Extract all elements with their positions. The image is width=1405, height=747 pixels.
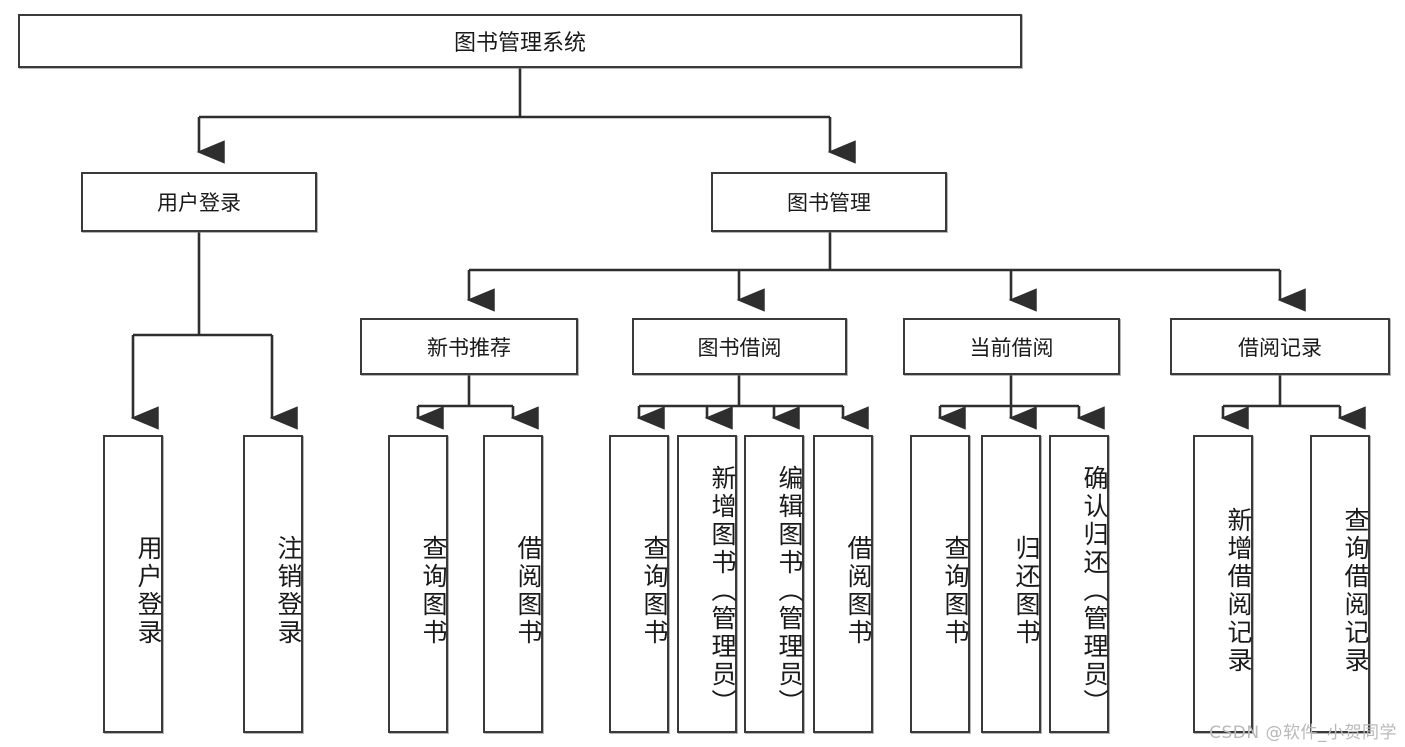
leaf-record-query-record[interactable]: 查询借阅记录 <box>1310 435 1370 733</box>
leaf-current-return-book[interactable]: 归还图书 <box>981 435 1041 733</box>
node-label: 借阅图书 <box>514 535 543 647</box>
leaf-record-add-record[interactable]: 新增借阅记录 <box>1193 435 1253 733</box>
leaf-borrow-add-book-admin[interactable]: 新增图书（管理员） <box>677 435 737 733</box>
leaf-current-query-book[interactable]: 查询图书 <box>910 435 970 733</box>
node-label: 查询图书 <box>640 535 669 647</box>
node-label: 查询图书 <box>419 535 448 647</box>
leaf-borrow-borrow-book[interactable]: 借阅图书 <box>813 435 873 733</box>
node-label: 注销登录 <box>274 535 303 647</box>
node-label: 图书借阅 <box>697 335 782 360</box>
node-label: 借阅记录 <box>1238 335 1322 360</box>
node-label: 归还图书 <box>1012 535 1041 647</box>
node-label: 查询借阅记录 <box>1341 507 1370 675</box>
node-label: 用户登录 <box>157 191 241 215</box>
leaf-current-confirm-return-admin[interactable]: 确认归还（管理员） <box>1049 435 1109 733</box>
node-new-book-recommend[interactable]: 新书推荐 <box>360 318 578 375</box>
node-label: 图书管理系统 <box>453 31 586 56</box>
node-book-borrow[interactable]: 图书借阅 <box>632 318 847 375</box>
node-current-borrow[interactable]: 当前借阅 <box>903 318 1120 375</box>
node-borrow-record[interactable]: 借阅记录 <box>1170 318 1390 375</box>
leaf-user-login-logout[interactable]: 注销登录 <box>243 435 303 733</box>
node-label: 新增图书（管理员） <box>708 465 737 717</box>
node-book-management[interactable]: 图书管理 <box>711 172 947 232</box>
node-label: 确认归还（管理员） <box>1080 465 1109 717</box>
csdn-watermark: CSDN @软件_小贺同学 <box>1209 723 1397 743</box>
node-label: 新增借阅记录 <box>1224 507 1253 675</box>
leaf-recommend-borrow-book[interactable]: 借阅图书 <box>483 435 543 733</box>
node-label: 借阅图书 <box>844 535 873 647</box>
leaf-user-login-login[interactable]: 用户登录 <box>103 435 163 733</box>
node-label: 当前借阅 <box>969 335 1054 360</box>
node-label: 图书管理 <box>787 191 871 215</box>
node-label: 查询图书 <box>941 535 970 647</box>
node-user-login[interactable]: 用户登录 <box>81 172 317 232</box>
node-root-system[interactable]: 图书管理系统 <box>18 14 1022 68</box>
node-label: 编辑图书（管理员） <box>775 465 804 717</box>
node-label: 新书推荐 <box>427 335 511 360</box>
leaf-borrow-edit-book-admin[interactable]: 编辑图书（管理员） <box>744 435 804 733</box>
leaf-borrow-query-book[interactable]: 查询图书 <box>609 435 669 733</box>
leaf-recommend-query-book[interactable]: 查询图书 <box>388 435 448 733</box>
node-label: 用户登录 <box>134 535 163 647</box>
